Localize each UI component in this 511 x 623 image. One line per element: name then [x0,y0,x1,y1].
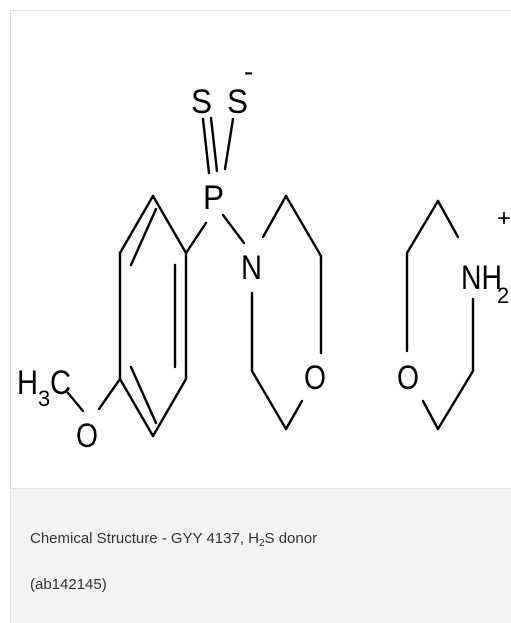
oxygen-atom-label: O [397,359,419,397]
caption-catalog-number: (ab142145) [30,576,107,593]
bond [209,116,219,173]
bond [129,207,158,267]
bond [261,194,288,239]
bond [66,391,85,413]
chemical-structure-figure: S S - P N O O H 3 C NH 2 + O [11,11,511,488]
nitrogen-atom-label: N [241,249,262,287]
phosphorus-atom-label: P [203,179,224,217]
bond [129,365,158,425]
bond [223,117,235,171]
bond [284,194,323,258]
image-caption: Chemical Structure - GYY 4137, H2S donor… [11,488,511,623]
bond [436,199,460,239]
bond [118,377,155,438]
oxygen-atom-label: O [76,417,98,455]
bond [421,399,440,431]
bond [250,369,288,431]
methyl-hydrogen-label: H [17,364,38,402]
caption-title-text-end: S donor [264,530,318,547]
bond [118,194,155,255]
sulfur-atom-label: S [191,83,212,121]
bond [201,117,211,175]
ammonium-subscript-label: 2 [497,283,509,308]
product-image-card: S S - P N O O H 3 C NH 2 + O Chemical St… [10,10,511,623]
oxygen-atom-label: O [304,359,326,397]
bond [436,369,475,431]
caption-title: Chemical Structure - GYY 4137, H2S donor [30,530,318,549]
sulfur-atom-label: S [227,83,248,121]
methyl-carbon-label: C [50,364,71,402]
molecule-diagram: S S - P N O O H 3 C NH 2 + O [17,56,511,455]
bond [221,213,246,245]
bond [284,399,304,431]
bond [184,221,208,255]
positive-charge-label: + [497,205,511,232]
bond [151,377,188,438]
bond [405,199,440,255]
bond [97,377,122,411]
bond [151,194,188,255]
methyl-subscript-label: 3 [38,386,50,411]
ammonium-label: NH [461,259,502,297]
caption-title-text: Chemical Structure - GYY 4137, H [30,530,259,547]
negative-charge-label: - [244,56,253,87]
caption-title-subscript: 2 [258,538,265,549]
